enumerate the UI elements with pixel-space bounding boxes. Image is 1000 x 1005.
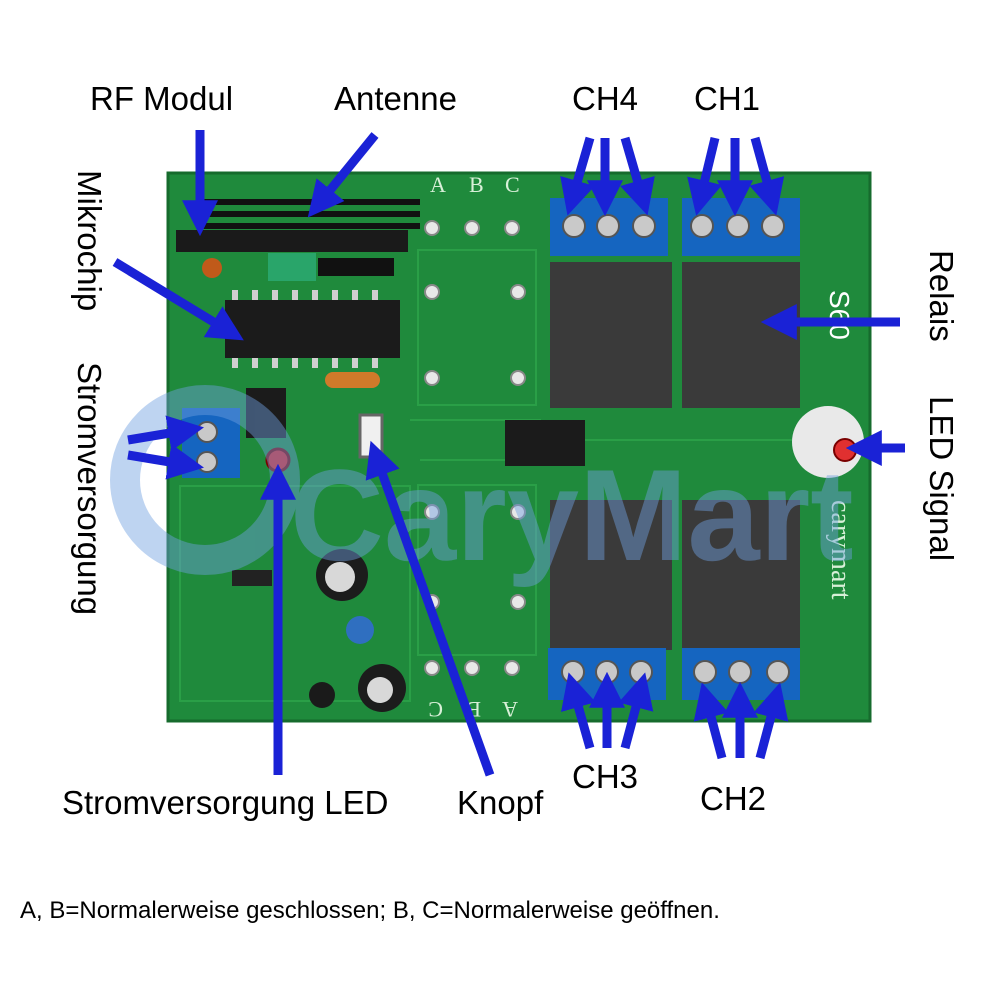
relay-ch1 [682,262,800,408]
label-rf-modul: RF Modul [90,80,234,117]
label-knopf: Knopf [457,784,544,821]
arrow-antenne [307,132,379,218]
footnote: A, B=Normalerweise geschlossen; B, C=Nor… [20,897,720,924]
arrow-ch4-a [560,136,595,216]
jumper-top-a: A [430,172,446,197]
label-antenne: Antenne [334,80,457,117]
label-relais: Relais [923,250,960,342]
rf-module [176,230,408,252]
label-stromversorgung-led: Stromversorgung LED [62,784,389,821]
arrow-mikrochip [112,258,244,341]
arrow-ch3-c [618,672,654,750]
label-mikrochip: Mikrochip [71,170,108,312]
pin-header [318,258,394,276]
watermark: CaryMart [110,385,854,588]
arrow-ch4-c [620,136,655,216]
microchip [225,300,400,358]
arrow-ch3-a [561,672,596,750]
arrow-ch1-c [749,136,785,216]
label-ch1: CH1 [694,80,761,117]
label-stromversorgung: Stromversorgung [71,362,108,616]
regulator-chip [246,388,286,438]
label-led-signal: LED Signal [923,396,960,562]
center-ic [505,420,585,466]
jumper-top-c: C [505,172,520,197]
transistor [309,682,335,708]
capacitor-orange [325,372,380,388]
jumper-top-b: B [469,172,484,197]
ceramic-capacitor [346,616,374,644]
arrow-strom-2 [127,443,204,480]
solder-pads [424,220,526,676]
board-model-text: S60 [824,290,855,340]
callout-arrows [112,130,905,777]
label-ch2: CH2 [700,780,767,817]
rf-connector [268,253,316,281]
arrow-strom-1 [127,415,204,452]
inductor [202,258,222,278]
jumper-bottom-c: C [428,697,443,722]
relay-ch2 [682,500,800,650]
arrow-knopf [365,440,495,777]
diode [232,570,272,586]
label-ch4: CH4 [572,80,639,117]
jumper-bottom-a: A [502,697,518,722]
arrow-ch1-a [687,136,723,216]
arrow-ch2-c [753,682,789,760]
arrow-ch2-a [693,682,729,760]
relay-ch3 [550,500,672,650]
board-brand-text: carymart [825,500,856,600]
jumper-top-letters: A B C [430,172,520,197]
label-ch3: CH3 [572,758,639,795]
relay-ch4 [550,262,672,408]
